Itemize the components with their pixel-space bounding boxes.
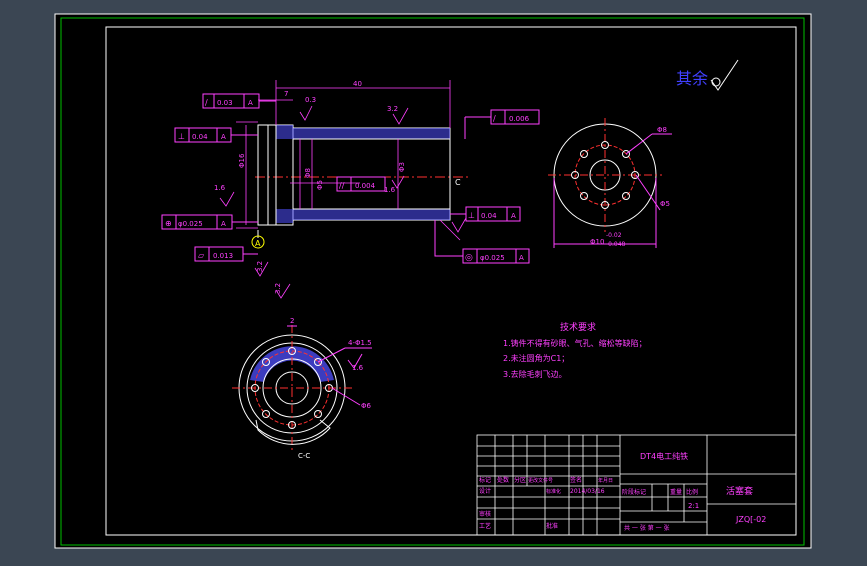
- svg-text:∕∕: ∕∕: [339, 181, 345, 190]
- chamfer-label: C: [455, 178, 461, 187]
- weight-label: 重量: [670, 488, 682, 496]
- paper-sheet: [54, 13, 812, 549]
- stage-label: 阶段标记: [622, 488, 646, 496]
- svg-text:0.04: 0.04: [481, 212, 497, 220]
- svg-text:A: A: [221, 133, 226, 141]
- section-hatch-bottom: [293, 209, 450, 220]
- section-label: C-C: [298, 452, 310, 460]
- length-dimension: 40: [353, 80, 362, 88]
- svg-text:◎: ◎: [465, 253, 473, 263]
- svg-text:A: A: [221, 220, 226, 228]
- roughness-value-4: 3.2: [256, 261, 264, 272]
- tech-title: 技术要求: [560, 321, 596, 333]
- datum-marker-a: A: [251, 230, 265, 249]
- svg-text:φ0.025: φ0.025: [178, 220, 203, 228]
- gdt-frame-1: ∕ 0.03 A: [202, 93, 276, 109]
- svg-text:⊕: ⊕: [165, 219, 172, 228]
- angle-note: 0.3: [305, 96, 316, 104]
- roughness-symbol-icon: [710, 59, 739, 91]
- svg-text:⊥: ⊥: [468, 211, 475, 220]
- pcd-right-dim: Φ5: [660, 200, 670, 208]
- datum-label: A: [255, 239, 261, 248]
- approve-label: 批准: [546, 522, 558, 530]
- tech-item-2: 2.未注圆角为C1；: [503, 353, 569, 363]
- dia-dimension-3: Φ5: [316, 180, 324, 190]
- svg-text:0.013: 0.013: [213, 252, 233, 260]
- scale-label: 比例: [686, 488, 698, 496]
- svg-text:⊥: ⊥: [178, 132, 185, 141]
- gdt-frame-5: ∕∕ 0.004: [336, 176, 386, 192]
- scale-value: 2:1: [688, 502, 699, 510]
- gdt-frame-8: ◎ φ0.025 A: [434, 220, 530, 264]
- hole-spec-dim: 4-Φ1.5: [348, 339, 372, 347]
- section-top-dim: 2: [290, 317, 294, 325]
- review-label: 审核: [479, 510, 491, 518]
- row-label-sign: 签名: [570, 476, 582, 484]
- svg-text:0.006: 0.006: [509, 115, 530, 123]
- sheet-info: 共 一 张 第 一 张: [624, 524, 670, 532]
- side-view: A C: [236, 80, 468, 249]
- tech-requirements: 技术要求 1.铸件不得有砂眼、气孔、缩松等缺陷； 2.未注圆角为C1； 3.去除…: [503, 321, 647, 379]
- process-label: 工艺: [479, 522, 491, 530]
- svg-text:0.03: 0.03: [217, 99, 233, 107]
- row-label-doc: 更改文件号: [528, 477, 553, 484]
- dia-dimension-4: Φ3: [398, 162, 406, 172]
- svg-text:∕: ∕: [205, 98, 208, 107]
- row-label-count: 处数: [497, 476, 509, 484]
- od-dimension: Φ10: [590, 238, 604, 246]
- svg-text:0.004: 0.004: [355, 182, 376, 190]
- row-label-date: 年月日: [598, 477, 613, 484]
- pcd-dim: Φ6: [361, 402, 372, 410]
- dia-dimension-1: Φ16: [238, 153, 246, 168]
- od-tol-lower: -0.048: [606, 241, 626, 248]
- svg-text:A: A: [511, 212, 516, 220]
- section-hatch-arc: [250, 346, 334, 382]
- tech-item-3: 3.去除毛刺飞边。: [503, 369, 567, 379]
- end-view: [548, 118, 672, 248]
- row-label-zone: 分区: [514, 476, 526, 484]
- svg-text:∕: ∕: [493, 114, 496, 123]
- section-roughness: 1.6: [352, 364, 364, 372]
- gdt-frame-6: ∕ 0.006: [464, 109, 540, 139]
- od-tol-upper: -0.02: [606, 232, 622, 239]
- dia-dimension-2: Φ8: [304, 168, 312, 178]
- design-date: 2014/03/16: [570, 488, 605, 495]
- inner-border: [105, 26, 797, 536]
- svg-text:A: A: [248, 99, 253, 107]
- flange-thickness-dimension: 7: [284, 90, 288, 98]
- roughness-value-5: 3.2: [274, 283, 282, 294]
- gdt-frame-2: ⊥ 0.04 A: [174, 127, 258, 143]
- section-view-c-c: [232, 325, 372, 450]
- roughness-value-3: 1.6: [384, 186, 396, 194]
- roughness-symbols: [219, 105, 467, 299]
- roughness-value-2: 1.6: [214, 184, 226, 192]
- title-block: [476, 434, 797, 536]
- roughness-value-1: 3.2: [387, 105, 398, 113]
- svg-text:A: A: [519, 254, 524, 262]
- gdt-frame-7: ⊥ 0.04 A: [450, 206, 521, 222]
- svg-text:0.04: 0.04: [192, 133, 208, 141]
- standardization-label: 标准化: [546, 488, 561, 495]
- material-label: DT4电工纯铁: [640, 451, 688, 461]
- part-name: 活塞套: [726, 485, 753, 497]
- gdt-frame-3: ⊕ φ0.025 A: [161, 214, 258, 230]
- svg-text:▱: ▱: [198, 251, 205, 260]
- bore-right-dim: Φ8: [657, 126, 667, 134]
- section-hatch-top: [293, 128, 450, 139]
- drawing-number: JZQ[-02: [735, 515, 766, 524]
- tech-item-1: 1.铸件不得有砂眼、气孔、缩松等缺陷；: [503, 338, 647, 348]
- outer-border: [60, 17, 805, 546]
- row-label-mark: 标记: [479, 476, 491, 484]
- roughness-note: 其余: [676, 69, 708, 88]
- gdt-frame-4: ▱ 0.013: [194, 246, 258, 262]
- svg-text:φ0.025: φ0.025: [480, 254, 505, 262]
- designer-label: 设计: [479, 487, 491, 495]
